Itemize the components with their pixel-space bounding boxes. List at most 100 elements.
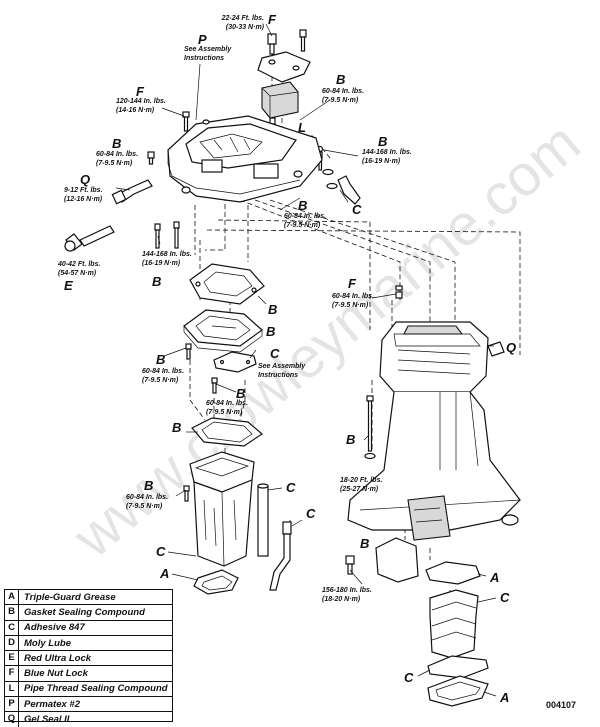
svg-text:(7-9.5 N·m): (7-9.5 N·m) bbox=[284, 222, 321, 229]
svg-text:F: F bbox=[268, 12, 277, 27]
bottom-seal-ring bbox=[193, 569, 239, 595]
svg-text:Instructions: Instructions bbox=[258, 372, 298, 379]
svg-text:60-84 In. lbs.: 60-84 In. lbs. bbox=[206, 400, 248, 407]
svg-text:B: B bbox=[156, 352, 165, 367]
svg-text:C: C bbox=[270, 346, 280, 361]
legend-table: A Triple-Guard Grease B Gasket Sealing C… bbox=[4, 589, 173, 727]
svg-text:E: E bbox=[64, 278, 73, 293]
svg-text:B: B bbox=[336, 72, 345, 87]
callout-c-hose: C bbox=[306, 506, 316, 521]
callout-a-right-top: A bbox=[489, 570, 499, 585]
svg-text:A: A bbox=[159, 566, 169, 581]
legend-row: A Triple-Guard Grease bbox=[5, 590, 172, 606]
svg-text:(16-19 N·m): (16-19 N·m) bbox=[362, 158, 401, 165]
callout-b-top-right: B 60-84 In. lbs. (7-9.5 N·m) bbox=[322, 72, 364, 104]
svg-text:60-84 In. lbs.: 60-84 In. lbs. bbox=[284, 213, 326, 220]
svg-text:P: P bbox=[198, 32, 207, 47]
legend-name: Blue Nut Lock bbox=[24, 668, 88, 680]
svg-text:Q: Q bbox=[506, 340, 516, 355]
callout-a-bottom: A bbox=[499, 690, 509, 705]
legend-row: Q Gel Seal II bbox=[5, 712, 172, 727]
legend-row: E Red Ultra Lock bbox=[5, 651, 172, 667]
svg-text:60-84 In. lbs.: 60-84 In. lbs. bbox=[332, 293, 374, 300]
callout-b-stud: B 18-20 Ft. lbs. (25-27 N·m) bbox=[340, 432, 382, 493]
callout-c-bottom: C bbox=[404, 670, 414, 685]
legend-name: Triple-Guard Grease bbox=[24, 591, 116, 603]
callout-b-right: B 144-168 In. lbs. (16-19 N·m) bbox=[362, 134, 412, 165]
svg-text:See Assembly: See Assembly bbox=[258, 363, 306, 370]
svg-text:(7-9.5 N·m): (7-9.5 N·m) bbox=[332, 302, 369, 309]
callout-b-lower-gasket: B bbox=[172, 420, 181, 435]
svg-text:B: B bbox=[266, 324, 275, 339]
svg-text:B: B bbox=[268, 302, 277, 317]
svg-text:F: F bbox=[348, 276, 357, 291]
legend-row: F Blue Nut Lock bbox=[5, 666, 172, 682]
svg-text:C: C bbox=[404, 670, 414, 685]
svg-text:B: B bbox=[378, 134, 387, 149]
legend-name: Moly Lube bbox=[24, 637, 71, 649]
middle-plate bbox=[183, 309, 263, 353]
callout-c-exhaust: C bbox=[156, 544, 166, 559]
callout-b-gasket: B bbox=[268, 302, 277, 317]
callout-b-144: 144-168 In. lbs. (16-19 N·m) B bbox=[142, 251, 192, 289]
mid-bolts bbox=[185, 343, 218, 394]
callout-c-gasket: C See Assembly Instructions bbox=[258, 346, 306, 379]
callout-c-water-tube: C bbox=[286, 480, 296, 495]
svg-text:(16-19 N·m): (16-19 N·m) bbox=[142, 260, 181, 267]
svg-text:144-168 In. lbs.: 144-168 In. lbs. bbox=[362, 149, 412, 156]
svg-text:60-84 In. lbs.: 60-84 In. lbs. bbox=[96, 151, 138, 158]
callout-f-top: F 22-24 Ft. lbs. (30-33 N·m) bbox=[221, 12, 277, 31]
svg-text:(7-9.5 N·m): (7-9.5 N·m) bbox=[96, 160, 133, 167]
svg-text:Q: Q bbox=[80, 172, 90, 187]
small-gasket bbox=[213, 351, 257, 373]
legend-key: E bbox=[5, 651, 19, 666]
callout-p: P See Assembly Instructions bbox=[184, 32, 232, 62]
svg-text:B: B bbox=[346, 432, 355, 447]
callout-b-left: B 60-84 In. lbs. (7-9.5 N·m) bbox=[96, 136, 138, 167]
lower-gasket bbox=[191, 417, 263, 447]
lower-tube-stack bbox=[425, 561, 489, 707]
svg-text:18-20 Ft. lbs.: 18-20 Ft. lbs. bbox=[340, 477, 382, 484]
callout-c-right: C bbox=[352, 202, 362, 217]
svg-text:(30-33 N·m): (30-33 N·m) bbox=[226, 24, 265, 31]
svg-text:(7-9.5 N·m): (7-9.5 N·m) bbox=[126, 503, 163, 510]
callout-l: L bbox=[298, 120, 306, 135]
svg-text:B: B bbox=[172, 420, 181, 435]
legend-row: B Gasket Sealing Compound bbox=[5, 605, 172, 621]
callout-b-plate: B bbox=[266, 324, 275, 339]
valve-block bbox=[261, 81, 299, 119]
legend-key: Q bbox=[5, 712, 19, 727]
callout-f-housing: F 60-84 In. lbs. (7-9.5 N·m) bbox=[332, 276, 374, 309]
legend-name: Red Ultra Lock bbox=[24, 652, 92, 664]
upper-gasket bbox=[189, 263, 265, 305]
svg-text:9-12 Ft. lbs.: 9-12 Ft. lbs. bbox=[64, 187, 103, 194]
svg-text:L: L bbox=[298, 120, 306, 135]
svg-text:22-24 Ft. lbs.: 22-24 Ft. lbs. bbox=[221, 15, 264, 22]
callout-e: 40-42 Ft. lbs. (54-57 N·m) E bbox=[57, 261, 100, 293]
svg-text:B: B bbox=[360, 536, 369, 551]
svg-text:C: C bbox=[500, 590, 510, 605]
svg-text:C: C bbox=[156, 544, 166, 559]
svg-text:(7-9.5 N·m): (7-9.5 N·m) bbox=[322, 97, 359, 104]
water-tube bbox=[257, 483, 269, 557]
callout-b-center: B 60-84 In. lbs. (7-9.5 N·m) bbox=[206, 386, 248, 416]
callout-b-mid-left: B 60-84 In. lbs. (7-9.5 N·m) bbox=[142, 352, 184, 384]
svg-text:See Assembly: See Assembly bbox=[184, 46, 232, 53]
legend-key: B bbox=[5, 605, 19, 620]
legend-row: P Permatex #2 bbox=[5, 697, 172, 713]
svg-text:F: F bbox=[136, 84, 145, 99]
legend-row: D Moly Lube bbox=[5, 635, 172, 652]
legend-row: L Pipe Thread Sealing Compound bbox=[5, 681, 172, 698]
callout-a-left: A bbox=[159, 566, 169, 581]
legend-key: L bbox=[5, 681, 19, 697]
svg-text:A: A bbox=[489, 570, 499, 585]
svg-text:B: B bbox=[236, 386, 245, 401]
callout-c-right-mid: C bbox=[500, 590, 510, 605]
legend-name: Gasket Sealing Compound bbox=[24, 606, 145, 618]
hose bbox=[269, 521, 292, 591]
legend-key: C bbox=[5, 620, 19, 635]
figure-number: 004107 bbox=[546, 700, 576, 710]
leader-lines bbox=[115, 23, 497, 697]
legend-name: Adhesive 847 bbox=[24, 622, 85, 634]
svg-text:(7-9.5 N·m): (7-9.5 N·m) bbox=[142, 377, 179, 384]
